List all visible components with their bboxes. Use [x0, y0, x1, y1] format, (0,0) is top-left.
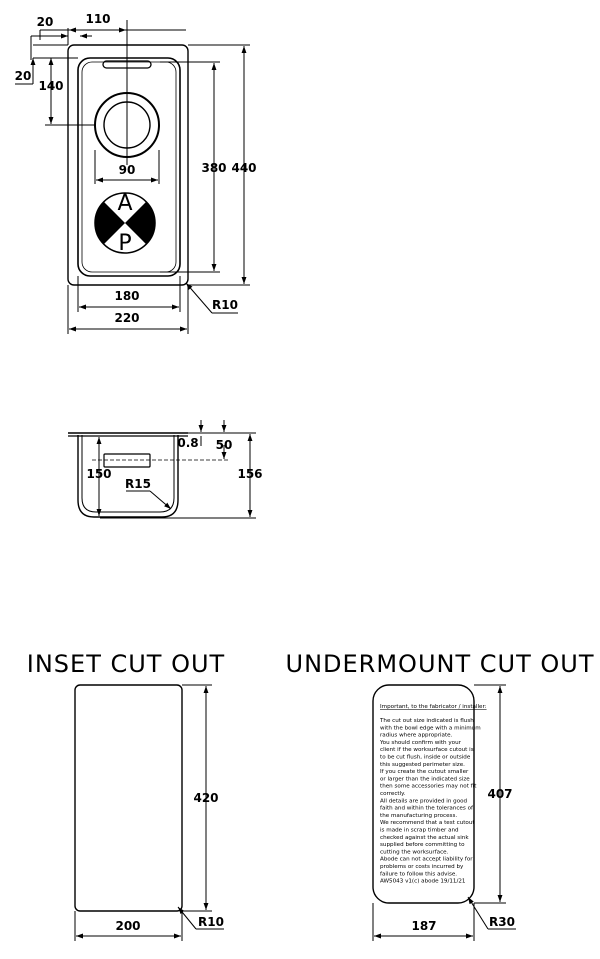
section-inner-profile: [81, 435, 175, 513]
fabricator-note-line: to be cut flush, inside or outside: [380, 755, 471, 761]
logo-letter-a: A: [117, 191, 132, 216]
fabricator-note-line: the manufacturing process.: [380, 813, 457, 819]
section-outer-profile: [68, 432, 188, 518]
inset-cutout: INSET CUT OUT 420 200 R10: [27, 650, 225, 941]
dim-waste-offset-x: 110: [85, 12, 110, 26]
undermount-cutout-outline: [372, 684, 475, 904]
fabricator-note-line: correctly.: [380, 791, 406, 797]
dim-corner-radius: R10: [212, 298, 238, 312]
dim-overflow-height: 50: [216, 438, 233, 452]
undermount-cutout-radius: R30: [489, 915, 515, 929]
dim-flange-thickness: 0.8: [177, 436, 198, 450]
undermount-cutout: UNDERMOUNT CUT OUT Important, to the fab…: [286, 650, 595, 941]
fabricator-note-line: is made in scrap timber and: [380, 828, 459, 834]
undermount-cutout-title: UNDERMOUNT CUT OUT: [286, 650, 595, 678]
dim-bowl-length: 380: [201, 161, 226, 175]
fabricator-note-line: this suggested perimeter size.: [380, 762, 465, 768]
inset-cutout-radius: R10: [198, 915, 224, 929]
inset-cutout-width: 200: [115, 919, 140, 933]
fabricator-note-line: checked against the actual sink: [380, 835, 469, 841]
dim-depth: 150: [86, 467, 111, 481]
fabricator-note-line: The cut out size indicated is flush: [379, 718, 474, 724]
fabricator-note-line: We recommend that a test cutout: [380, 820, 475, 826]
dim-overall-length: 440: [231, 161, 256, 175]
undermount-cutout-width: 187: [411, 919, 436, 933]
inset-cutout-title: INSET CUT OUT: [27, 650, 225, 678]
bowl-outline: [77, 57, 181, 277]
fabricator-note-line: problems or costs incurred by: [380, 864, 464, 870]
fabricator-note-line: AW5043 v1(c) abode 19/11/21: [380, 879, 466, 885]
dim-flange-x: 20: [37, 15, 54, 29]
fabricator-note-line: radius where appropriate.: [380, 733, 453, 739]
plan-view: A P 110 20 20 140 90 380: [15, 12, 257, 334]
dim-overall-width: 220: [114, 311, 139, 325]
fabricator-note-line: or larger than the indicated size: [380, 776, 470, 782]
fabricator-note-line: If you create the cutout smaller: [380, 769, 469, 775]
dim-bowl-width: 180: [114, 289, 139, 303]
inset-cutout-outline: [74, 684, 183, 912]
dim-flange-y: 20: [15, 69, 32, 83]
fabricator-note-heading-text: Important, to the fabricator / installer…: [380, 704, 487, 710]
fabricator-note-line: with the bowl edge with a minimum: [380, 725, 481, 731]
abode-logo: A P: [94, 191, 156, 256]
sink-outer-outline: [67, 44, 189, 286]
section-view: 0.8 50 150 156 R15: [68, 420, 263, 519]
inset-cutout-height: 420: [193, 791, 218, 805]
fabricator-note-line: You should confirm with your: [379, 740, 462, 746]
fabricator-note-line: client if the worksurface cutout is: [380, 747, 474, 753]
fabricator-note-line: faith and within the tolerances of: [380, 806, 474, 812]
dim-bottom-radius: R15: [125, 477, 151, 491]
fabricator-note-heading: Important, to the fabricator / installer…: [380, 704, 487, 710]
fabricator-note-line: supplied before committing to: [380, 842, 465, 848]
fabricator-note-line: failure to follow this advise.: [380, 871, 457, 877]
dim-waste-diameter: 90: [119, 163, 136, 177]
fabricator-note-line: Abode can not accept liability for: [380, 857, 473, 863]
fabricator-note-line: All details are provided in good: [380, 798, 468, 804]
logo-letter-p: P: [118, 231, 131, 256]
fabricator-note-line: then some accessories may not fit: [380, 784, 477, 790]
undermount-cutout-height: 407: [487, 787, 512, 801]
bowl-inner-outline: [81, 61, 177, 273]
dim-waste-offset-y: 140: [38, 79, 63, 93]
overflow-slot-side: [103, 453, 151, 468]
fabricator-note-line: cutting the worksurface.: [380, 849, 449, 855]
dim-overall-depth: 156: [237, 467, 262, 481]
